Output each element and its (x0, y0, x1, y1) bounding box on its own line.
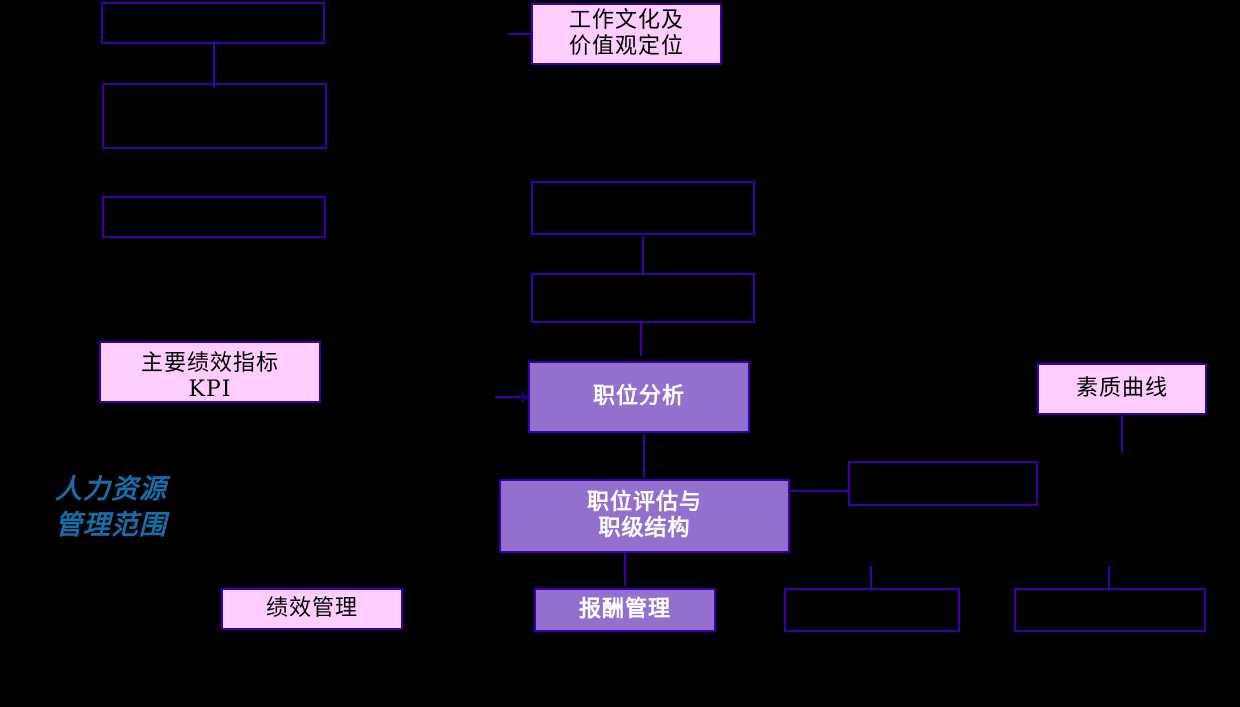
connector-n1-n2 (213, 41, 215, 87)
node-label: 报酬管理 (578, 597, 671, 623)
node-label: 主要绩效指标 KPI (140, 351, 279, 402)
node-label: 职位评估与 职级结构 (586, 490, 702, 541)
connector-n13-left (790, 490, 848, 492)
node-label: 素质曲线 (1075, 376, 1168, 402)
connector-n8-n9 (640, 322, 642, 356)
node-empty-center-upper[interactable] (531, 181, 755, 235)
node-job-evaluation-grade-structure[interactable]: 职位评估与 职级结构 (499, 479, 790, 553)
node-performance-management[interactable]: 绩效管理 (221, 588, 403, 630)
node-empty-bottom-center-right[interactable] (784, 588, 960, 632)
node-empty-left-middle[interactable] (102, 196, 326, 238)
connector-n9-n10 (643, 435, 645, 477)
node-empty-center-middle[interactable] (531, 273, 755, 323)
node-empty-bottom-right[interactable] (1014, 588, 1206, 632)
hr-scope-title: 人力资源 管理范围 (55, 474, 167, 542)
connector-n10-n11 (624, 553, 626, 586)
node-kpi[interactable]: 主要绩效指标 KPI (99, 341, 321, 403)
node-label: 职位分析 (592, 384, 685, 410)
node-competency-curve[interactable]: 素质曲线 (1037, 363, 1207, 415)
connector-n7-n8 (642, 236, 644, 273)
arrow-tip-n9 (521, 391, 530, 403)
node-empty-top-left[interactable] (101, 2, 325, 44)
node-label: 绩效管理 (265, 596, 358, 622)
node-empty-right-middle[interactable] (848, 461, 1038, 506)
node-empty-left-upper[interactable] (102, 83, 327, 149)
connector-n12-n13 (1121, 415, 1123, 453)
node-work-culture-values[interactable]: 工作文化及 价值观定位 (531, 3, 722, 65)
connector-n15-top (1108, 566, 1110, 588)
node-job-analysis[interactable]: 职位分析 (528, 361, 750, 433)
connector-n14-top (870, 566, 872, 588)
node-compensation-management[interactable]: 报酬管理 (534, 588, 716, 632)
connector-n4-n9 (495, 396, 530, 398)
node-label: 工作文化及 价值观定位 (568, 8, 684, 59)
connector-n6-left (508, 33, 532, 35)
